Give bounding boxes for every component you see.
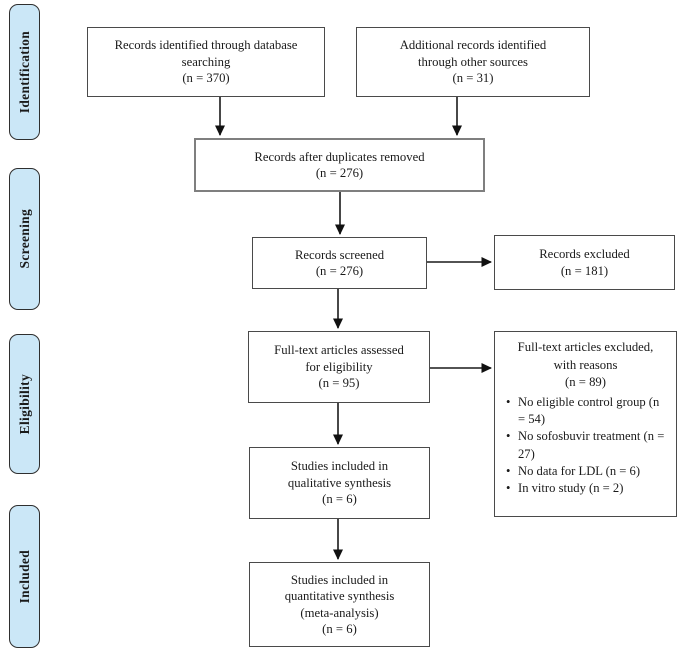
box-records-excluded: Records excluded (n = 181) bbox=[494, 235, 675, 290]
stage-included-label: Included bbox=[16, 549, 32, 604]
box-duplicates-removed-text: Records after duplicates removed (n = 27… bbox=[254, 149, 425, 181]
exclusion-reason-item: No sofosbuvir treatment (n = 27) bbox=[503, 428, 668, 463]
box-additional-records-text: Additional records identified through ot… bbox=[399, 38, 547, 86]
exclusion-reason-item: No data for LDL (n = 6) bbox=[503, 463, 668, 481]
box-quantitative-synthesis: Studies included in quantitative synthes… bbox=[249, 562, 430, 647]
box-fulltext-excluded: Full-text articles excluded, with reason… bbox=[494, 331, 677, 517]
box-quantitative-synthesis-text: Studies included in quantitative synthes… bbox=[284, 572, 395, 637]
box-duplicates-removed: Records after duplicates removed (n = 27… bbox=[194, 138, 485, 192]
box-additional-records: Additional records identified through ot… bbox=[356, 27, 590, 97]
stage-screening: Screening bbox=[9, 168, 40, 310]
box-records-screened-text: Records screened (n = 276) bbox=[294, 247, 385, 279]
box-fulltext-excluded-heading: Full-text articles excluded, with reason… bbox=[517, 340, 654, 390]
box-records-excluded-text: Records excluded (n = 181) bbox=[539, 247, 630, 278]
exclusion-reason-item: In vitro study (n = 2) bbox=[503, 480, 668, 498]
box-records-identified-text: Records identified through database sear… bbox=[114, 38, 298, 86]
exclusion-reason-item: No eligible control group (n = 54) bbox=[503, 394, 668, 429]
exclusion-reasons-list: No eligible control group (n = 54) No so… bbox=[503, 394, 668, 499]
box-qualitative-synthesis: Studies included in qualitative synthesi… bbox=[249, 447, 430, 519]
stage-identification: Identification bbox=[9, 4, 40, 140]
stage-eligibility: Eligibility bbox=[9, 334, 40, 474]
stage-included: Included bbox=[9, 505, 40, 648]
stage-identification-label: Identification bbox=[16, 30, 32, 114]
stage-eligibility-label: Eligibility bbox=[16, 373, 32, 435]
box-fulltext-assessed: Full-text articles assessed for eligibil… bbox=[248, 331, 430, 403]
box-fulltext-assessed-text: Full-text articles assessed for eligibil… bbox=[274, 343, 404, 391]
box-qualitative-synthesis-text: Studies included in qualitative synthesi… bbox=[287, 459, 392, 507]
stage-screening-label: Screening bbox=[16, 209, 32, 269]
box-records-screened: Records screened (n = 276) bbox=[252, 237, 427, 289]
box-records-identified: Records identified through database sear… bbox=[87, 27, 325, 97]
